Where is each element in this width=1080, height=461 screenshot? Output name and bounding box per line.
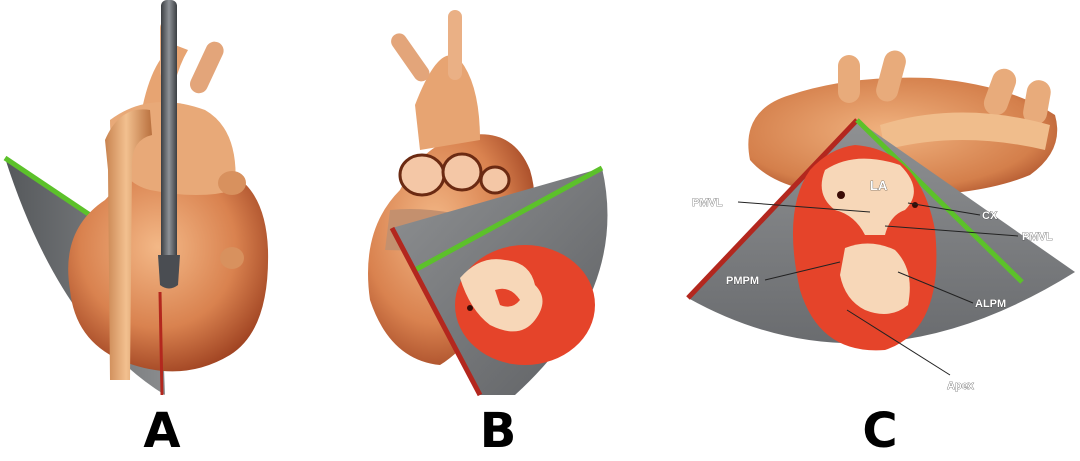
label-pmvl-left: PMVL [692,197,723,209]
panel-c: LA PMVL CX PMVL PMPM ALPM Apex C [670,0,1080,461]
label-cx: CX [982,210,998,222]
vessel-2 [189,41,224,94]
valve-ring-1 [398,153,446,197]
vessel-1 [838,55,860,103]
panel-b-illustration [368,10,608,397]
label-pmpm: PMPM [726,275,759,287]
vessel-4 [1023,80,1051,125]
aortic-root [415,55,480,151]
vessel-3 [983,68,1017,116]
valve-ring-2 [441,152,483,192]
aorta-tube [880,112,1050,150]
leader-apex [846,309,951,376]
label-alpm: ALPM [975,298,1006,310]
leader-pmvl-left [737,201,871,213]
sector-edge-green [413,165,604,273]
vessel-2 [876,50,906,102]
lv-cavity [840,243,910,314]
descending-aorta [105,109,152,380]
vessel-2 [391,33,430,82]
leader-pmvl-right [884,225,1019,237]
panel-letter-a: A [143,403,181,459]
papillary-notch [495,288,520,307]
tee-probe [161,0,177,270]
label-pmvl-right: PMVL [1022,231,1053,243]
la-cavity [821,158,914,235]
sector-edge-red [389,226,483,397]
panel-letter-b: B [479,403,517,459]
valve-ring-3 [479,165,511,195]
probe-tip [158,255,180,289]
coronary-dot-1 [837,191,845,199]
panel-c-illustration: LA PMVL CX PMVL PMPM ALPM Apex [686,50,1075,392]
panel-a-illustration [3,0,269,396]
panel-b: B [330,0,670,461]
label-apex: Apex [947,380,975,392]
leader-cx [907,202,981,216]
sector-edge-green [855,118,1024,284]
label-la: LA [870,178,888,193]
sector-edge-red [686,118,859,300]
coronary-dot [467,305,473,311]
vessel-stub-1 [218,171,246,195]
vessel-stub-2 [220,247,244,269]
panel-a: A [0,0,330,461]
vessel-1 [448,10,462,80]
leader-alpm [897,271,974,304]
red-trace [158,291,164,396]
leader-pmpm [764,261,841,281]
panel-letter-c: C [862,403,898,459]
